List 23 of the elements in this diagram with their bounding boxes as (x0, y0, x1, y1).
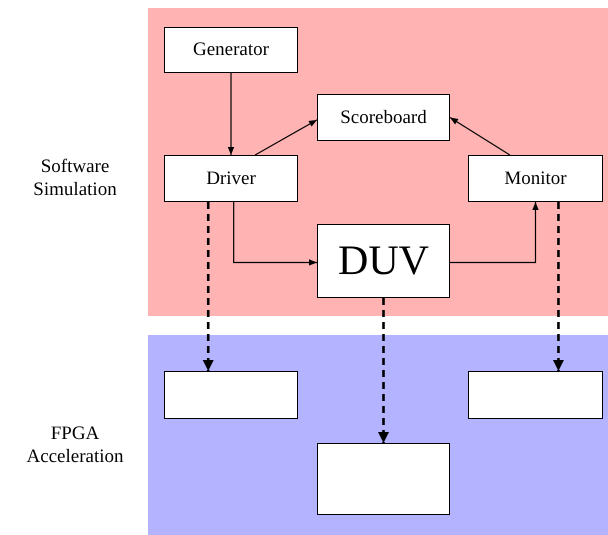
process-box (317, 94, 450, 141)
arrow (254, 119, 318, 156)
arrow (233, 202, 317, 266)
process-box (468, 155, 603, 202)
arrow (450, 117, 510, 156)
dashed-arrow (552, 202, 564, 371)
arrow (450, 202, 539, 264)
box-label: Driver (206, 168, 256, 190)
empty-box (317, 443, 450, 515)
process-box (164, 155, 298, 202)
arrow (228, 73, 234, 155)
box-label: Scoreboard (340, 106, 427, 128)
section-label: FPGA Acceleration (25, 422, 125, 468)
box-label: Generator (193, 39, 269, 61)
dashed-arrow (202, 202, 214, 371)
dashed-arrow (378, 298, 389, 443)
box-label: Monitor (504, 168, 567, 190)
empty-box (468, 371, 603, 419)
empty-box (164, 371, 298, 419)
process-box (164, 27, 298, 73)
section-label: Software Simulation (32, 155, 118, 201)
process-box (317, 224, 450, 298)
box-label: DUV (338, 237, 429, 285)
